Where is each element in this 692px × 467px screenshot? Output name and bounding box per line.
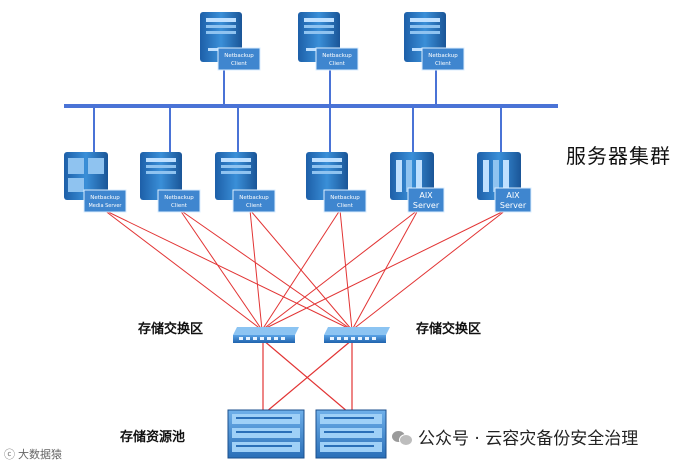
san-link-3-1: [249, 209, 263, 331]
cluster-drop-lines: [93, 108, 502, 155]
client-badge-line1: Netbackup: [322, 53, 352, 59]
cluster-client-1: Netbackup Client: [140, 152, 201, 213]
aix-server-2: AIX Server: [477, 152, 532, 213]
top-client-1: Netbackup Client: [200, 12, 261, 71]
media-badge-line2: Media Server: [88, 203, 122, 209]
san-switch-left: [233, 327, 299, 343]
san-link-6-1: [261, 209, 507, 331]
media-server: Netbackup Media Server: [64, 152, 127, 213]
aix-badge-line1: AIX: [419, 191, 433, 200]
client-badge-line1: Netbackup: [164, 195, 194, 201]
cluster-client-2: Netbackup Client: [215, 152, 276, 213]
aix-badge-line2: Server: [413, 201, 440, 210]
storage-switch-label-left: 存储交换区: [138, 322, 204, 337]
san-links: [103, 209, 507, 331]
storage-links: [262, 339, 353, 413]
top-client-2: Netbackup Client: [298, 12, 359, 71]
client-badge-line2: Client: [337, 203, 354, 209]
client-badge: [315, 47, 359, 71]
san-link-2-2: [179, 209, 353, 331]
top-drop-lines: [223, 68, 437, 104]
client-badge-line1: Netbackup: [428, 53, 458, 59]
client-badge-line2: Client: [329, 61, 346, 67]
aix-badge-line1: AIX: [506, 191, 520, 200]
wechat-icon: [392, 429, 413, 446]
storage-pool-label: 存储资源池: [120, 430, 186, 445]
client-badge-line2: Client: [435, 61, 452, 67]
cluster-client-3: Netbackup Client: [306, 152, 367, 213]
aix-badge-line2: Server: [500, 201, 527, 210]
san-link-1-2: [103, 209, 353, 331]
watermark-left: ⓒ 大数据猿: [4, 446, 62, 462]
media-badge-line1: Netbackup: [90, 195, 120, 201]
creative-commons-icon: ⓒ: [4, 448, 15, 461]
san-link-4-1: [261, 209, 341, 331]
san-link-4-2: [339, 209, 353, 331]
storage-array-right: [315, 409, 387, 459]
storage-switch-label-right: 存储交换区: [416, 322, 482, 337]
client-badge-line2: Client: [171, 203, 188, 209]
client-badge-line1: Netbackup: [239, 195, 269, 201]
san-switch-right: [324, 327, 390, 343]
san-link-6-2: [351, 209, 507, 331]
san-link-1-1: [103, 209, 263, 331]
client-badge-line2: Client: [246, 203, 263, 209]
san-link-2-1: [179, 209, 263, 331]
client-badge: [421, 47, 465, 71]
watermark-right-text: 公众号 · 云容灾备份安全治理: [418, 429, 639, 449]
client-badge-line1: Netbackup: [224, 53, 254, 59]
top-client-3: Netbackup Client: [404, 12, 465, 71]
server-cluster-label: 服务器集群: [566, 144, 671, 168]
watermark-right: 公众号 · 云容灾备份安全治理: [392, 424, 638, 449]
storage-array-left: [227, 409, 305, 459]
client-badge-line1: Netbackup: [330, 195, 360, 201]
client-badge: [217, 47, 261, 71]
network-bus: [64, 104, 558, 108]
watermark-left-text: 大数据猿: [18, 448, 62, 461]
client-badge-line2: Client: [231, 61, 248, 67]
aix-server-1: AIX Server: [390, 152, 445, 213]
san-link-5-1: [261, 209, 419, 331]
